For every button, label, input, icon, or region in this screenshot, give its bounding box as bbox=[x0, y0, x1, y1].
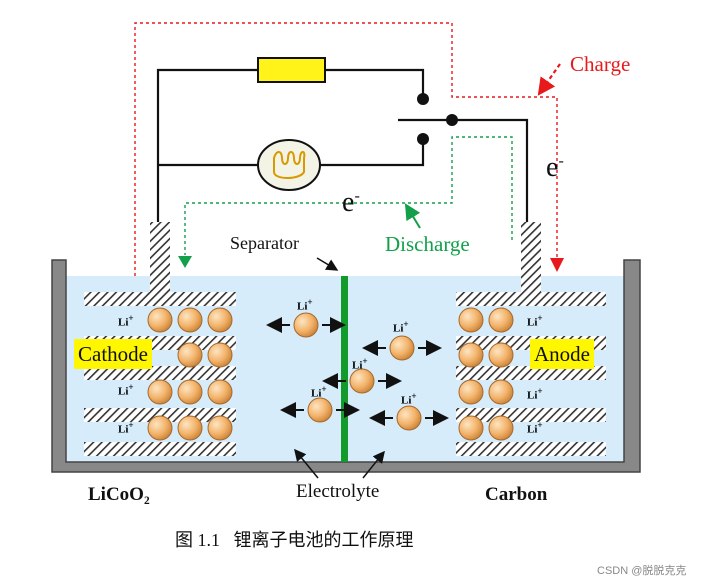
moving-ion bbox=[369, 405, 449, 431]
switch-contact-charge bbox=[417, 93, 429, 105]
cathode-material-label: LiCoO₂ bbox=[88, 484, 150, 505]
resistor bbox=[257, 57, 326, 83]
moving-ion bbox=[280, 397, 360, 423]
li-ion-label: Li+ bbox=[401, 391, 417, 407]
moving-ion bbox=[266, 312, 346, 338]
discharge-path bbox=[184, 136, 513, 255]
li-ion-label: Li+ bbox=[352, 356, 368, 372]
electron-label-right: e- bbox=[546, 152, 564, 183]
cathode-lead bbox=[150, 222, 170, 292]
moving-ion bbox=[362, 335, 442, 361]
li-ion-label: Li+ bbox=[527, 420, 543, 436]
anode-lead bbox=[521, 222, 541, 292]
watermark: CSDN @脱脱克克 bbox=[597, 565, 687, 577]
figure-caption: 图 1.1 锂离子电池的工作原理 bbox=[175, 530, 414, 550]
cathode-label: Cathode bbox=[74, 339, 152, 369]
li-ion-label: Li+ bbox=[118, 313, 134, 329]
electrolyte-pointer-left bbox=[294, 448, 319, 479]
electron-label-center: e- bbox=[342, 187, 360, 218]
discharge-pointer-arrow bbox=[404, 203, 421, 229]
anode-li-ions bbox=[458, 307, 514, 441]
charge-pointer-arrow bbox=[537, 63, 561, 96]
electrolyte-pointer-right bbox=[362, 450, 385, 479]
separator-membrane bbox=[341, 276, 348, 462]
moving-ion bbox=[322, 368, 402, 394]
discharge-label: Discharge bbox=[385, 232, 470, 256]
electrolyte-label: Electrolyte bbox=[296, 481, 380, 502]
anode-label: Anode bbox=[530, 339, 594, 369]
li-ion-label: Li+ bbox=[527, 313, 543, 329]
bulb-icon bbox=[257, 139, 321, 191]
discharge-arrowhead bbox=[178, 256, 192, 268]
charge-path bbox=[134, 22, 558, 276]
external-circuit bbox=[156, 68, 529, 222]
li-ion-label: Li+ bbox=[393, 319, 409, 335]
li-ion-label: Li+ bbox=[118, 420, 134, 436]
anode-material-label: Carbon bbox=[485, 484, 548, 505]
li-ion-label: Li+ bbox=[118, 382, 134, 398]
switch-pivot bbox=[446, 114, 458, 126]
charge-arrowhead bbox=[550, 258, 564, 272]
li-ion-label: Li+ bbox=[527, 386, 543, 402]
cathode-li-ions bbox=[147, 307, 233, 441]
charge-label: Charge bbox=[570, 52, 631, 76]
li-ion-label: Li+ bbox=[311, 384, 327, 400]
separator-label: Separator bbox=[230, 233, 299, 253]
electrolyte-li-ions bbox=[266, 312, 449, 431]
switch-contact-discharge bbox=[417, 133, 429, 145]
li-ion-label: Li+ bbox=[297, 297, 313, 313]
separator-pointer-arrow bbox=[316, 257, 339, 271]
